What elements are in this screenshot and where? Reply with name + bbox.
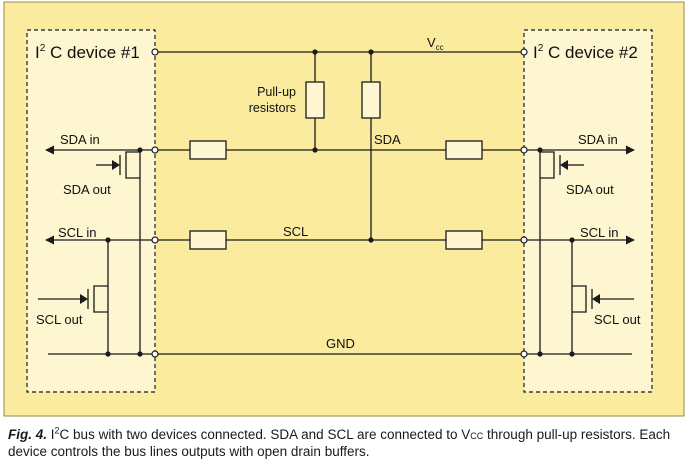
caption-subscript: CC xyxy=(470,431,484,441)
pullup-label-line1: Pull-up xyxy=(257,85,296,99)
pullup-resistor-scl xyxy=(361,81,381,119)
scl-bus-label: SCL xyxy=(283,224,308,239)
device-2-box xyxy=(523,29,653,393)
right-scl-transistor xyxy=(572,285,587,313)
right-sda-transistor xyxy=(540,151,555,179)
left-scl-in-label: SCL in xyxy=(58,225,97,240)
series-resistor-left-scl xyxy=(189,230,227,250)
caption-superscript: 2 xyxy=(54,425,60,436)
vcc-label: Vcc xyxy=(427,35,444,52)
left-sda-in-label: SDA in xyxy=(60,132,100,147)
right-scl-out-label: SCL out xyxy=(594,312,641,327)
left-scl-out-arrowhead xyxy=(80,294,88,304)
caption-text-1: I xyxy=(47,427,55,442)
series-resistor-left-sda xyxy=(189,140,227,160)
figure-caption: Fig. 4. I2C bus with two devices connect… xyxy=(8,425,678,460)
right-scl-in-label: SCL in xyxy=(580,225,619,240)
left-sda-out-label: SDA out xyxy=(63,182,111,197)
caption-text-2: C bus with two devices connected. SDA an… xyxy=(59,427,471,442)
left-sda-transistor xyxy=(125,151,140,179)
gnd-label: GND xyxy=(326,336,355,351)
i2c-bus-diagram: I2 C device #1 I2 C device #2 Vcc Pull-u… xyxy=(3,1,685,417)
device-2-title: I2 C device #2 xyxy=(533,43,638,62)
pullup-label-line2: resistors xyxy=(249,101,296,115)
right-sda-out-label: SDA out xyxy=(566,182,614,197)
right-sda-out-arrowhead xyxy=(560,160,568,170)
caption-text-3: through pull-up resistors. Each device c… xyxy=(8,427,671,459)
sda-bus-label: SDA xyxy=(374,132,401,147)
device-1-title: I2 C device #1 xyxy=(35,43,140,62)
series-resistor-right-scl xyxy=(445,230,483,250)
right-sda-in-label: SDA in xyxy=(578,132,618,147)
right-scl-out-arrowhead xyxy=(592,294,600,304)
left-sda-out-arrowhead xyxy=(112,160,120,170)
left-scl-out-label: SCL out xyxy=(36,312,83,327)
pullup-resistor-sda xyxy=(305,81,325,119)
series-resistor-right-sda xyxy=(445,140,483,160)
figure-number: Fig. 4. xyxy=(8,427,48,442)
device-1-box xyxy=(26,29,156,393)
left-scl-transistor xyxy=(93,285,108,313)
